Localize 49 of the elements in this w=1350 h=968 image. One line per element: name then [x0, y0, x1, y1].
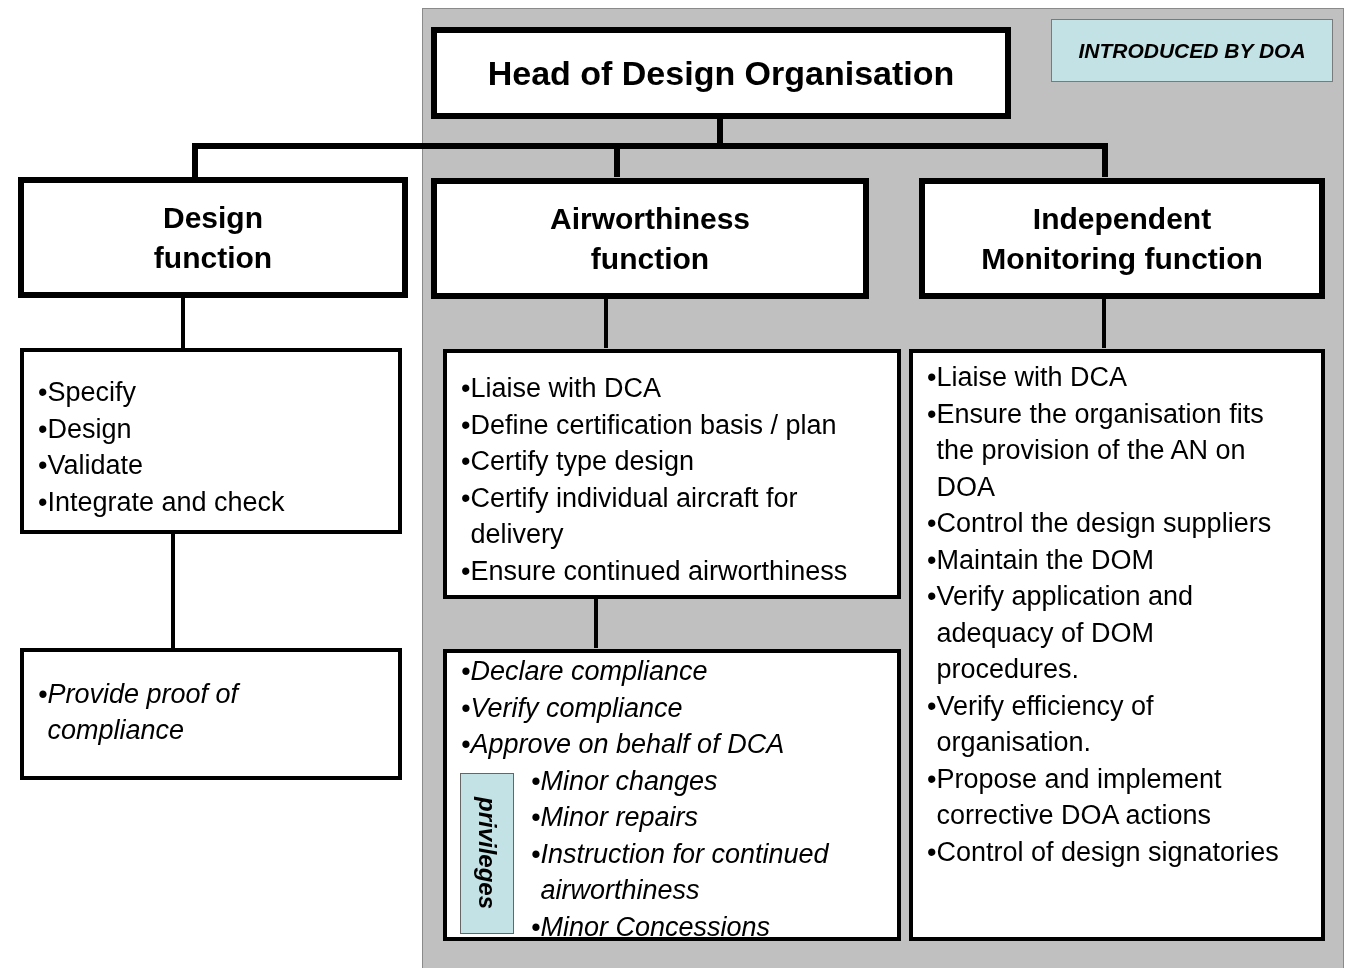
bullet-item: •Approve on behalf of DCA	[461, 728, 786, 761]
bullet-item: •Certify individual aircraft for delivery	[461, 481, 799, 551]
box-title: Independent Monitoring function	[980, 200, 1264, 277]
connector-line	[171, 534, 175, 648]
bullet-item: •Validate	[38, 449, 145, 482]
box-title: Airworthiness function	[548, 200, 751, 277]
bullet-item: •Control of design signatories	[927, 835, 1280, 869]
bullet-item: •Provide proof of compliance	[38, 678, 242, 747]
function-box	[18, 177, 408, 298]
bullet-item: •Liaise with DCA	[927, 361, 1129, 394]
bullet-item: •Integrate and check	[38, 485, 286, 519]
bullet-item: •Verify efficiency of organisation.	[927, 689, 1155, 759]
task-list-box	[443, 349, 901, 599]
box-title: Head of Design Organisation	[487, 53, 955, 93]
vertical-label: privileges	[473, 797, 503, 910]
task-list-box	[443, 649, 901, 941]
bullet-item: •Ensure the organisation fits the provision of the AN on DOA	[927, 397, 1265, 504]
connector-line	[717, 118, 1108, 177]
task-list-box	[909, 349, 1325, 941]
bullet-item: •Verify application and adequacy of DOM procedures.	[927, 580, 1195, 686]
bullet-item: •Specify	[38, 376, 137, 409]
bullet-item: •Instruction for continued airworthiness	[531, 837, 830, 907]
note-text: INTRODUCED BY DOA	[1078, 38, 1306, 63]
bullet-item: •Propose and implement corrective DOA actions	[927, 762, 1223, 832]
bullet-item: •Minor changes	[531, 764, 719, 798]
connector-line	[594, 598, 598, 648]
bullet-item: •Define certification basis / plan	[461, 408, 838, 442]
bullet-item: •Verify compliance	[461, 691, 684, 725]
note-box	[1051, 19, 1333, 82]
box-title: Design function	[152, 199, 274, 276]
bullet-item: •Minor repairs	[531, 801, 699, 834]
head-box	[431, 27, 1011, 119]
bullet-item: •Ensure continued airworthiness	[461, 554, 849, 588]
box	[422, 8, 1344, 968]
bullet-item: •Certify type design	[461, 445, 696, 478]
bullet-item: •Minor Concessions	[531, 910, 772, 944]
bullet-item: •Maintain the DOM	[927, 543, 1156, 577]
connector-line	[604, 298, 608, 348]
function-box	[919, 178, 1325, 299]
bullet-item: •Liaise with DCA	[461, 372, 663, 405]
bullet-item: •Control the design suppliers	[927, 507, 1273, 540]
task-list-box	[20, 648, 402, 780]
bullet-item: •Design	[38, 412, 133, 446]
task-list-box	[20, 348, 402, 534]
privileges-tab	[460, 773, 514, 934]
connector-line	[181, 298, 185, 348]
connector-line	[1102, 298, 1106, 348]
bullet-item: •Declare compliance	[461, 655, 709, 688]
function-box	[431, 178, 869, 299]
